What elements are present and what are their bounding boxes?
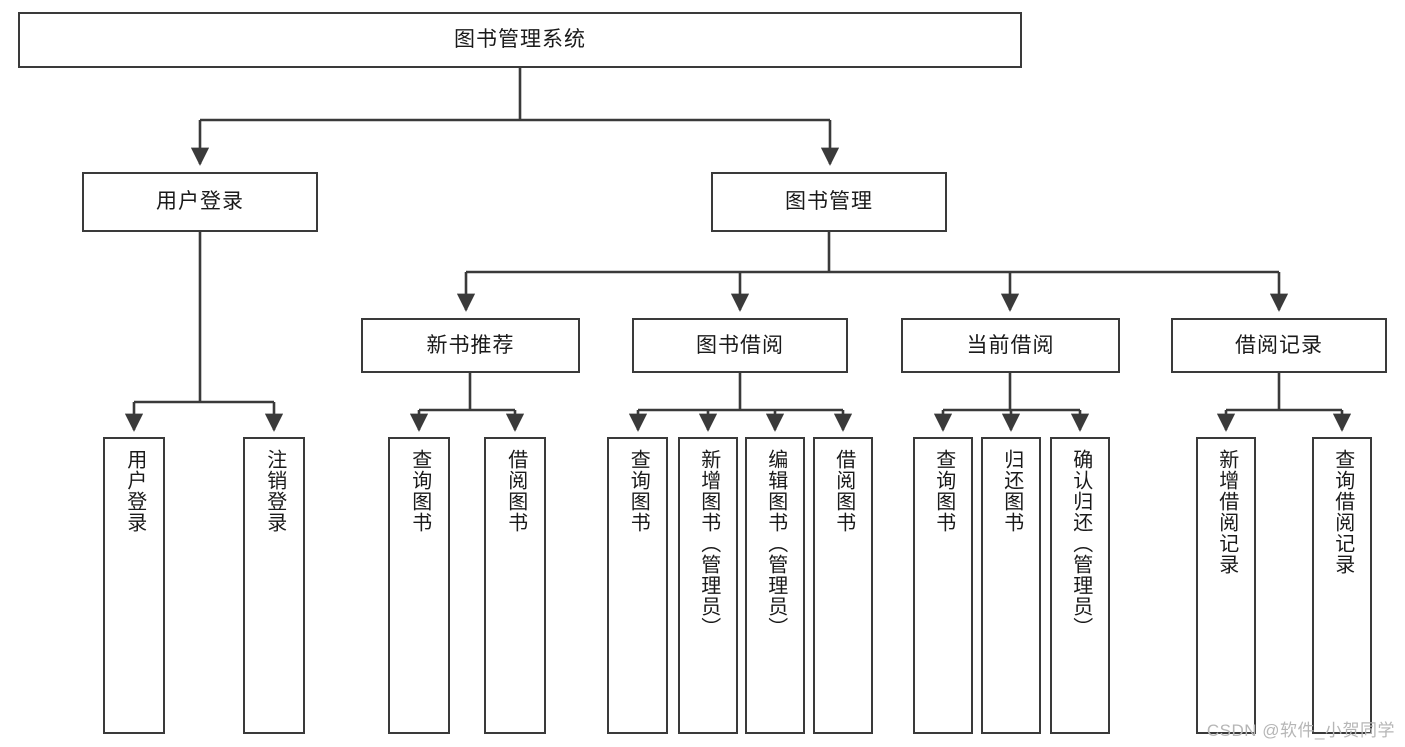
node-add-borrow-record[interactable]: 新增借阅记录 xyxy=(1196,437,1256,734)
node-confirm-return-admin[interactable]: 确认归还（管理员） xyxy=(1050,437,1110,734)
node-query-borrow-record-label: 查询借阅记录 xyxy=(1331,449,1354,575)
node-query-book-borrow[interactable]: 查询图书 xyxy=(607,437,668,734)
node-book-borrow[interactable]: 图书借阅 xyxy=(632,318,848,373)
node-query-book-rec-label: 查询图书 xyxy=(408,449,431,533)
node-new-book-recommend[interactable]: 新书推荐 xyxy=(361,318,580,373)
node-add-book-admin[interactable]: 新增图书（管理员） xyxy=(678,437,738,734)
node-query-book-rec[interactable]: 查询图书 xyxy=(388,437,450,734)
node-add-book-admin-label: 新增图书（管理员） xyxy=(697,449,720,638)
node-current-borrow[interactable]: 当前借阅 xyxy=(901,318,1120,373)
node-new-book-recommend-label: 新书推荐 xyxy=(426,333,515,357)
node-logout-leaf[interactable]: 注销登录 xyxy=(243,437,305,734)
node-confirm-return-admin-label: 确认归还（管理员） xyxy=(1069,449,1092,638)
node-add-borrow-record-label: 新增借阅记录 xyxy=(1215,449,1238,575)
node-return-book[interactable]: 归还图书 xyxy=(981,437,1041,734)
node-book-management[interactable]: 图书管理 xyxy=(711,172,947,232)
node-query-borrow-record[interactable]: 查询借阅记录 xyxy=(1312,437,1372,734)
node-current-borrow-label: 当前借阅 xyxy=(966,333,1055,357)
node-query-book-borrow-label: 查询图书 xyxy=(627,449,650,533)
node-borrow-record[interactable]: 借阅记录 xyxy=(1171,318,1387,373)
node-borrow-record-label: 借阅记录 xyxy=(1235,333,1323,357)
node-return-book-label: 归还图书 xyxy=(1000,449,1023,533)
node-user-login-leaf[interactable]: 用户登录 xyxy=(103,437,165,734)
node-edit-book-admin-label: 编辑图书（管理员） xyxy=(764,449,787,638)
node-title[interactable]: 图书管理系统 xyxy=(18,12,1022,68)
node-borrow-book-rec[interactable]: 借阅图书 xyxy=(484,437,546,734)
node-user-login-label: 用户登录 xyxy=(156,190,244,214)
node-title-label: 图书管理系统 xyxy=(454,28,586,52)
node-user-login-leaf-label: 用户登录 xyxy=(123,449,146,533)
node-borrow-book-act-label: 借阅图书 xyxy=(832,449,855,533)
node-user-login[interactable]: 用户登录 xyxy=(82,172,318,232)
node-borrow-book-act[interactable]: 借阅图书 xyxy=(813,437,873,734)
node-query-book-cur-label: 查询图书 xyxy=(932,449,955,533)
node-borrow-book-rec-label: 借阅图书 xyxy=(504,449,527,533)
node-book-management-label: 图书管理 xyxy=(785,190,873,214)
node-book-borrow-label: 图书借阅 xyxy=(696,333,784,357)
node-logout-leaf-label: 注销登录 xyxy=(263,449,286,533)
node-query-book-cur[interactable]: 查询图书 xyxy=(913,437,973,734)
node-edit-book-admin[interactable]: 编辑图书（管理员） xyxy=(745,437,805,734)
